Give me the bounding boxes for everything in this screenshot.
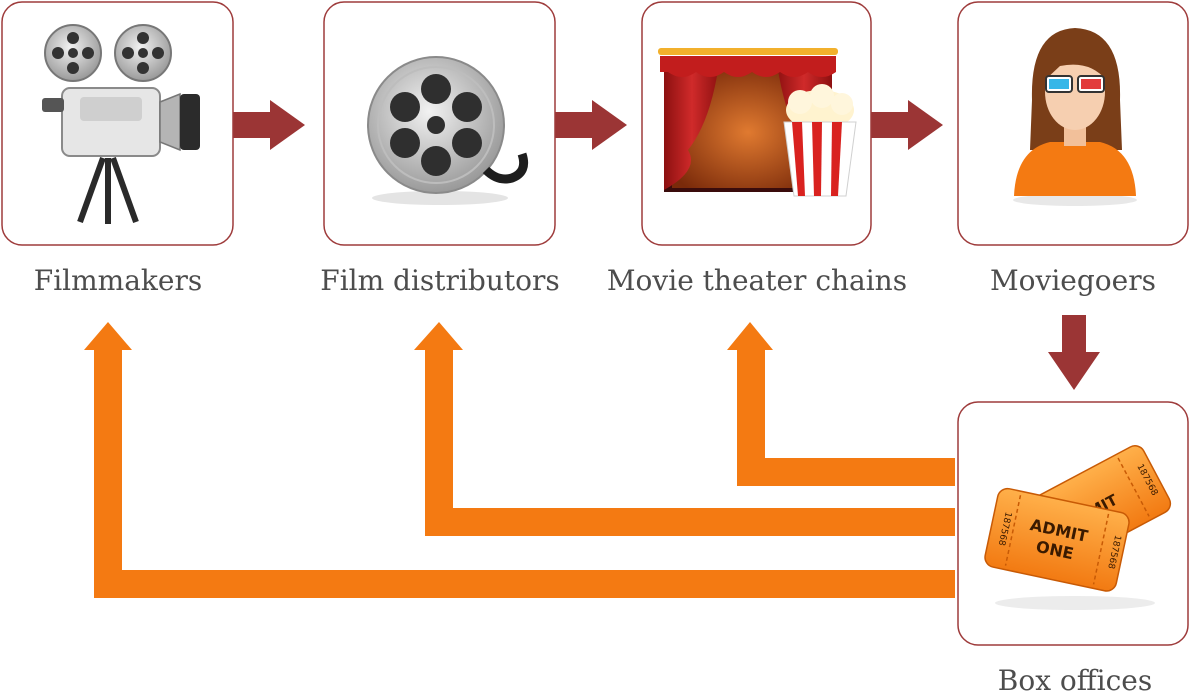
node-label-filmmakers: Filmmakers xyxy=(34,264,202,297)
flow-arrow-moviegoers-to-box-offices xyxy=(1048,315,1100,390)
film-camera-icon xyxy=(42,24,200,224)
flow-arrow-distributors-to-theaters xyxy=(555,100,627,150)
money-arrow-to-filmmakers xyxy=(84,322,955,598)
node-label-theaters: Movie theater chains xyxy=(607,264,907,297)
flow-arrow-filmmakers-to-distributors xyxy=(233,100,305,150)
node-distributors: Film distributors xyxy=(320,1,560,297)
node-moviegoers: Moviegoers xyxy=(957,1,1189,297)
admit-one-tickets-icon: ADMIT 187568 ADMIT ONE 187568 187568 xyxy=(984,445,1172,610)
node-label-box-offices: Box offices xyxy=(998,664,1152,693)
node-box-offices: ADMIT 187568 ADMIT ONE 187568 187568 Box… xyxy=(957,401,1189,693)
theater-popcorn-icon xyxy=(658,48,857,197)
node-filmmakers: Filmmakers xyxy=(1,1,234,297)
flow-arrow-theaters-to-moviegoers xyxy=(871,100,943,150)
moviegoer-3d-glasses-icon xyxy=(1013,28,1137,206)
money-arrow-to-theaters xyxy=(727,322,955,486)
node-theaters: Movie theater chains xyxy=(607,1,907,297)
node-label-moviegoers: Moviegoers xyxy=(990,264,1156,297)
film-reel-icon xyxy=(367,56,529,205)
money-arrow-to-distributors xyxy=(414,322,955,536)
node-label-distributors: Film distributors xyxy=(320,264,559,297)
